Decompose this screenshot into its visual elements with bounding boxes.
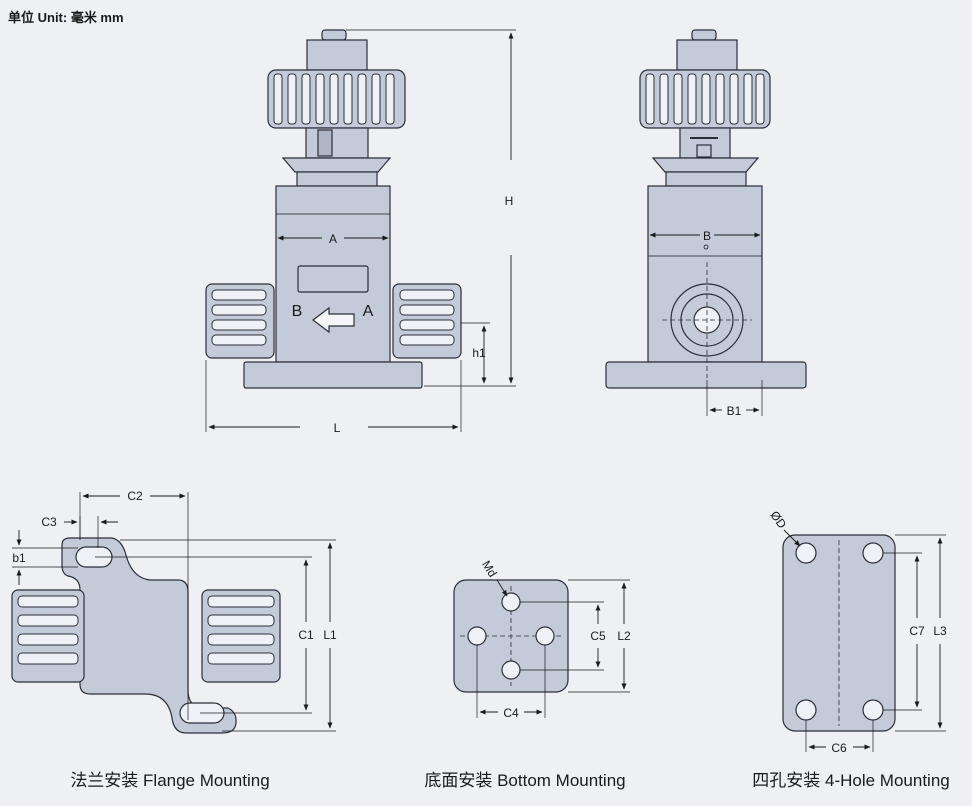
four-hole-mounting-view: ØD C7 L3 C6: [767, 508, 947, 755]
dim-D-label: ØD: [767, 508, 789, 531]
dim-L3-label: L3: [933, 624, 947, 638]
port-A-label: A: [363, 303, 374, 320]
dim-C6-label: C6: [831, 741, 847, 755]
flow-arrow-icon: [312, 306, 355, 334]
dim-C2-label: C2: [127, 489, 143, 503]
dim-C1-label: C1: [298, 628, 314, 642]
dim-L2-label: L2: [617, 629, 631, 643]
dim-L-label: L: [334, 421, 341, 435]
dim-C7-label: C7: [909, 624, 925, 638]
port-B-label: B: [292, 303, 303, 320]
bottom-mounting-view: Md C5 L2 C4: [453, 558, 631, 720]
dim-L1-label: L1: [323, 628, 337, 642]
side-view: B B1: [605, 29, 807, 418]
dim-B1-label: B1: [727, 404, 742, 418]
caption-bottom-mounting: 底面安装 Bottom Mounting: [424, 771, 626, 790]
front-view: A H h1 L B A: [205, 29, 516, 435]
dim-C4-label: C4: [503, 706, 519, 720]
dim-h1-label: h1: [472, 346, 486, 360]
flange-mounting-view: C2 C3 b1 C1 L1: [11, 489, 337, 734]
dim-A-label: A: [329, 232, 337, 246]
dim-Md-label: Md: [479, 558, 500, 580]
dim-C5-label: C5: [590, 629, 606, 643]
dim-B-label: B: [703, 229, 711, 243]
caption-flange-mounting: 法兰安装 Flange Mounting: [70, 771, 270, 790]
unit-label: 单位 Unit: 毫米 mm: [8, 10, 124, 25]
caption-four-hole-mounting: 四孔安装 4-Hole Mounting: [752, 771, 950, 790]
dim-H-label: H: [505, 194, 514, 208]
dim-b1-label: b1: [12, 551, 26, 565]
dim-C3-label: C3: [41, 515, 57, 529]
